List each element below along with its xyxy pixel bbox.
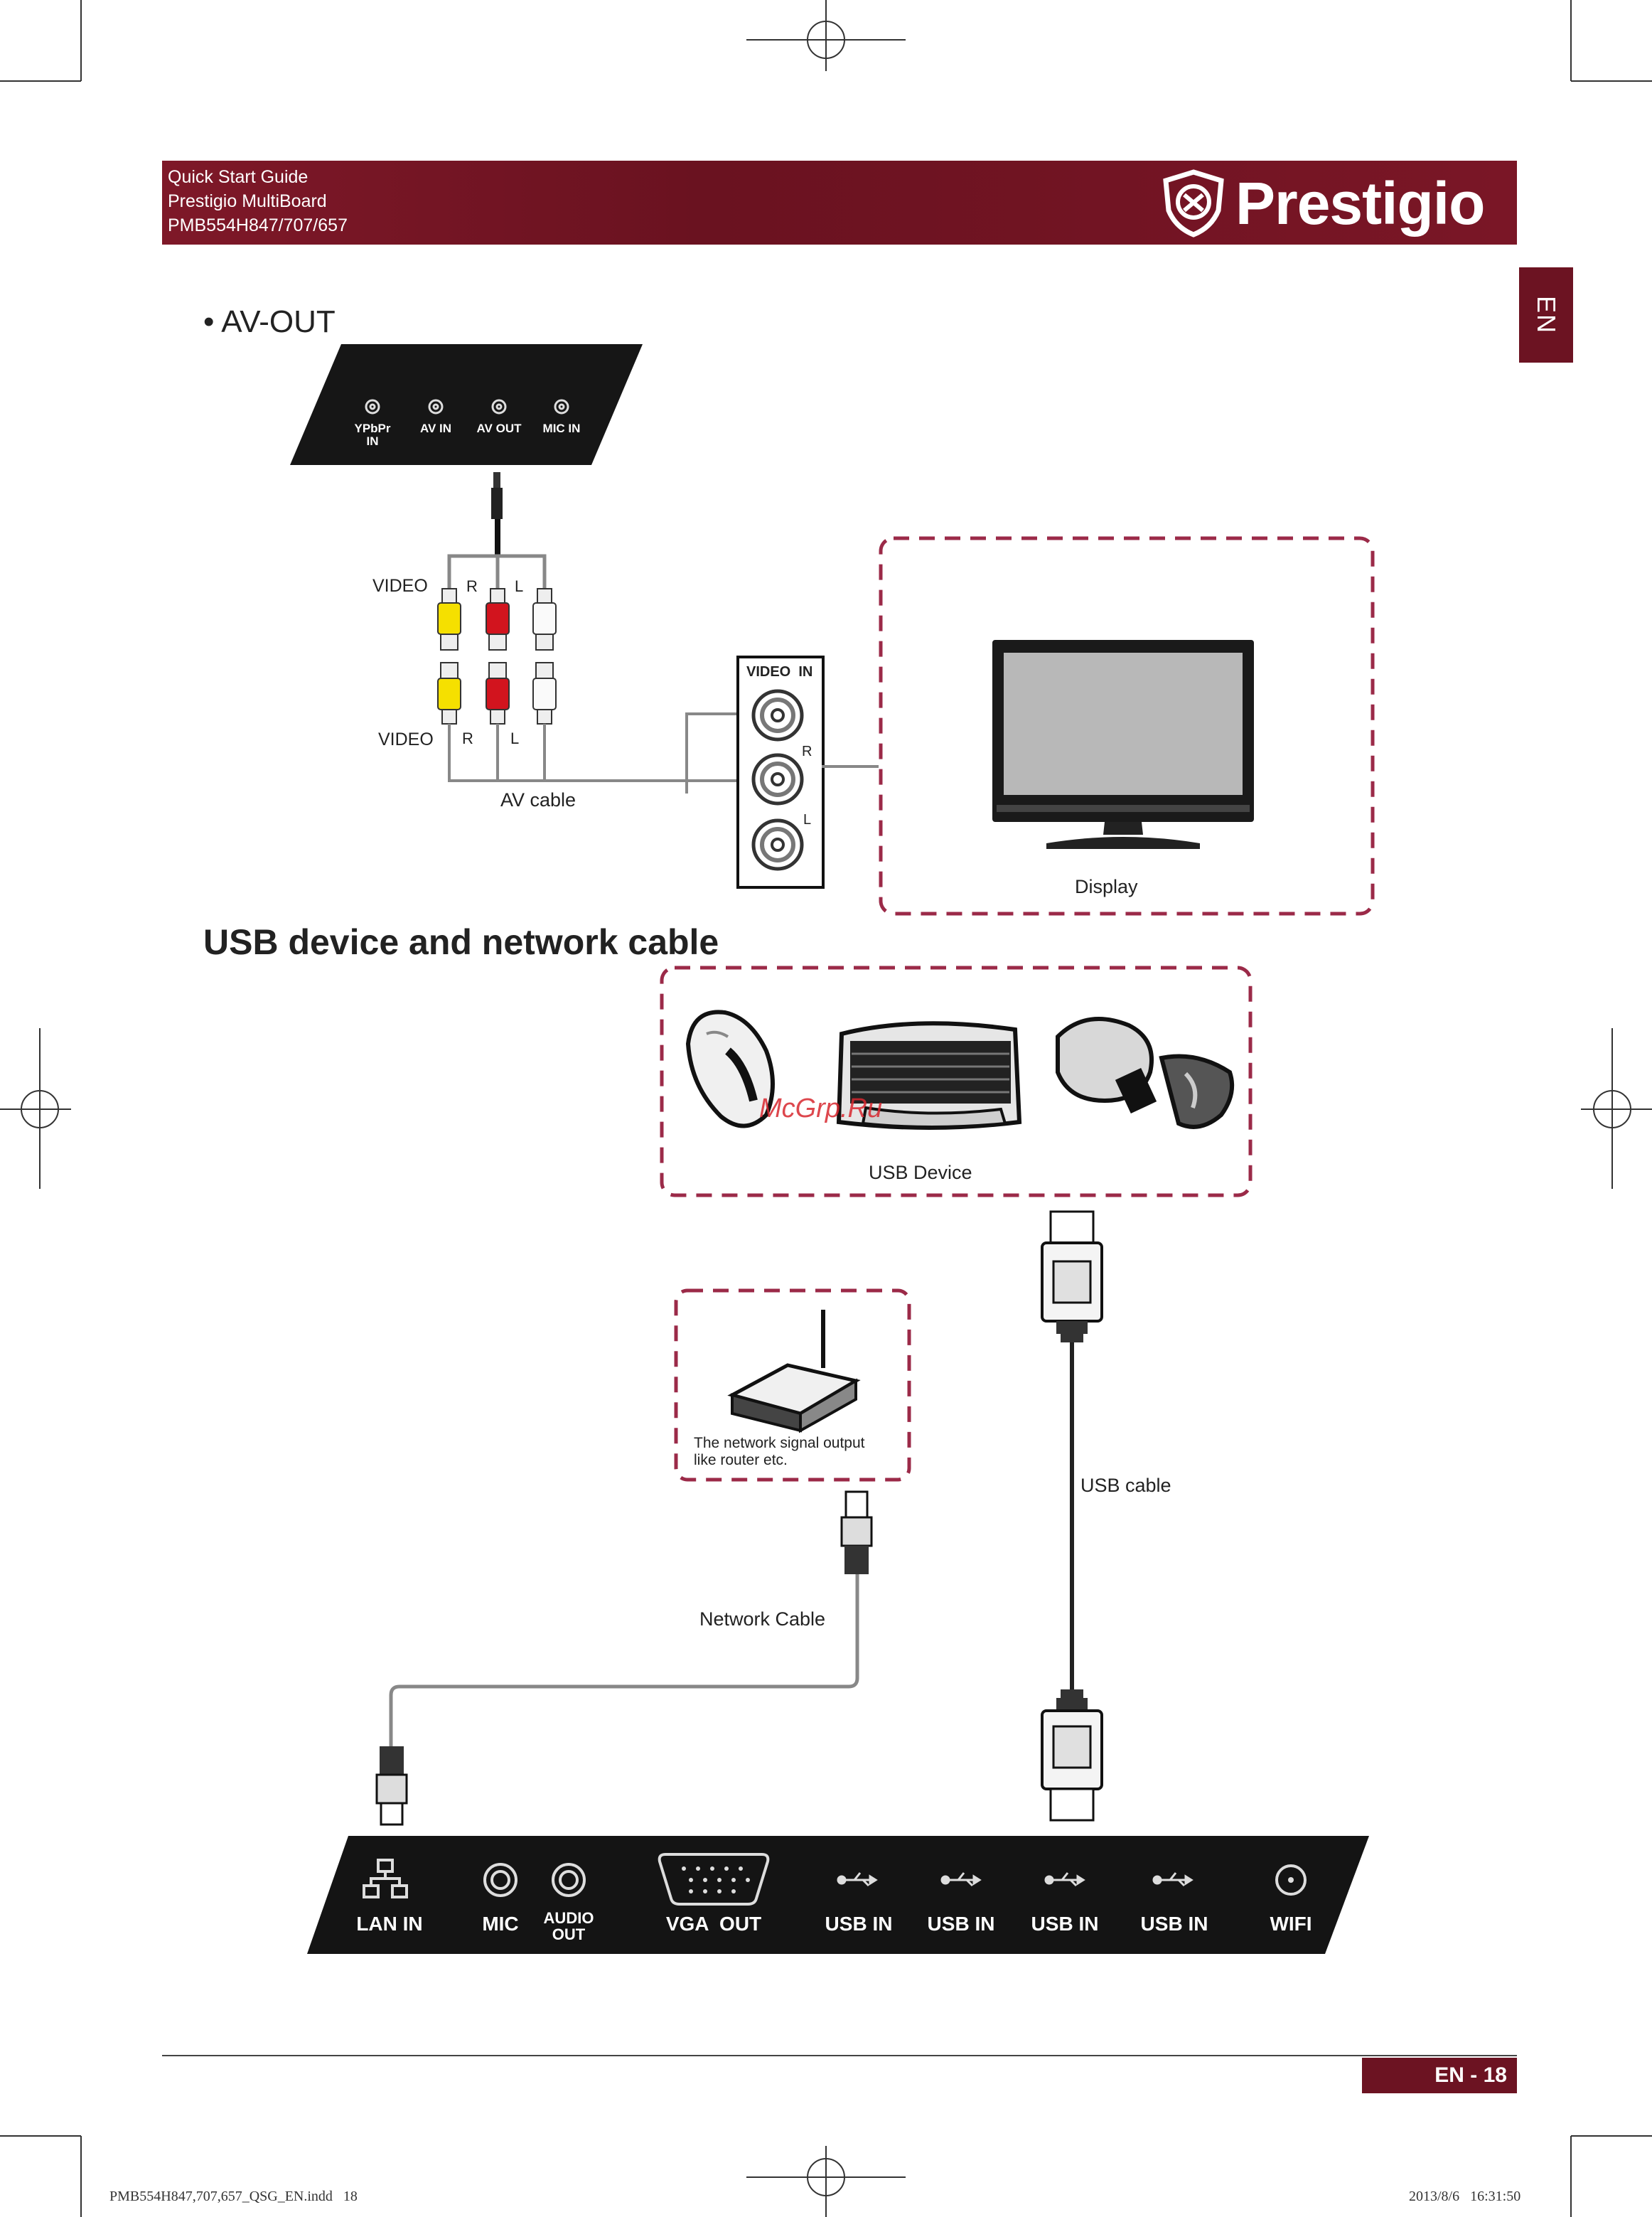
rj45-plug-bottom <box>375 1746 408 1826</box>
av-cable-diagram <box>437 472 739 794</box>
label-video-top: VIDEO <box>372 576 428 596</box>
usb-device-label: USB Device <box>869 1162 972 1183</box>
cable-diagram <box>375 1210 1103 1826</box>
label-video-bottom: VIDEO <box>378 730 434 749</box>
port-av-in: AV IN <box>419 422 452 435</box>
rca-plug-red-bottom <box>486 662 510 725</box>
usb-cable-label: USB cable <box>1080 1475 1171 1496</box>
port-av-out: AV OUT <box>476 422 522 435</box>
port-ypbpr-in: YPbPr IN <box>354 422 391 448</box>
label-l-bottom: L <box>510 730 520 747</box>
router-box <box>674 1288 911 1482</box>
network-cable-label: Network Cable <box>699 1608 826 1630</box>
rca-plug-red-top <box>486 588 510 651</box>
video-in-l: L <box>803 812 812 828</box>
port-usb-in-1: USB IN <box>825 1913 893 1935</box>
date-slug: 2013/8/6 16:31:50 <box>1409 2189 1521 2204</box>
header-bar <box>162 161 1517 245</box>
port-mic-in: MIC IN <box>542 422 581 435</box>
port-lan-in: LAN IN <box>356 1913 423 1935</box>
port-usb-in-2: USB IN <box>927 1913 995 1935</box>
rca-plug-yellow-bottom <box>437 662 461 725</box>
port-wifi: WIFI <box>1270 1913 1312 1935</box>
video-in-r: R <box>802 744 812 759</box>
av-out-heading: • AV-OUT <box>203 304 336 339</box>
usb-plug-top <box>1041 1210 1103 1342</box>
video-in-jacks <box>736 656 825 889</box>
video-in-to-display-line <box>822 765 879 768</box>
av-panel <box>290 344 643 465</box>
brand-name: Prestigio <box>1235 169 1485 237</box>
page-number: EN - 18 <box>1362 2058 1517 2093</box>
file-slug: PMB554H847,707,657_QSG_EN.indd 18 <box>109 2189 358 2204</box>
footer-rule <box>162 2055 1517 2056</box>
watermark: McGrp.Ru <box>759 1094 883 1123</box>
io-panel <box>307 1836 1369 1954</box>
keyboard-icon <box>836 1021 1022 1130</box>
video-in-title: VIDEO IN <box>746 664 813 680</box>
usb-section-heading: USB device and network cable <box>203 922 719 962</box>
display-box <box>879 536 1375 916</box>
language-tab: EN <box>1519 267 1573 363</box>
header-text: Quick Start Guide Prestigio MultiBoard P… <box>168 165 348 237</box>
router-icon <box>727 1310 861 1433</box>
usb-stick-icon <box>1056 1017 1235 1129</box>
header-line-2: Prestigio MultiBoard <box>168 191 327 211</box>
rca-plug-yellow-top <box>437 588 461 651</box>
mouse-icon <box>685 1010 775 1128</box>
router-caption-2: like router etc. <box>694 1452 788 1468</box>
port-mic: MIC <box>482 1913 519 1935</box>
port-audio-out: AUDIO OUT <box>543 1909 594 1943</box>
display-label: Display <box>1075 876 1138 897</box>
router-caption-1: The network signal output <box>694 1435 865 1451</box>
port-usb-in-3: USB IN <box>1031 1913 1099 1935</box>
av-cable-label: AV cable <box>500 789 576 811</box>
label-l-top: L <box>515 577 524 595</box>
rca-plug-white-top <box>532 588 557 651</box>
usb-device-box <box>660 966 1253 1197</box>
header-line-3: PMB554H847/707/657 <box>168 215 348 235</box>
rca-plug-white-bottom <box>532 662 557 725</box>
port-usb-in-4: USB IN <box>1140 1913 1208 1935</box>
brand-logo: Prestigio <box>1162 168 1485 239</box>
language-tab-label: EN <box>1531 295 1561 335</box>
prestigio-shield-icon <box>1163 169 1224 237</box>
label-r-bottom: R <box>462 730 473 747</box>
usb-plug-bottom <box>1041 1689 1103 1822</box>
rj45-plug-top <box>840 1490 873 1574</box>
header-line-1: Quick Start Guide <box>168 167 309 187</box>
label-r-top: R <box>466 577 478 595</box>
port-vga-out: VGA OUT <box>665 1913 762 1935</box>
